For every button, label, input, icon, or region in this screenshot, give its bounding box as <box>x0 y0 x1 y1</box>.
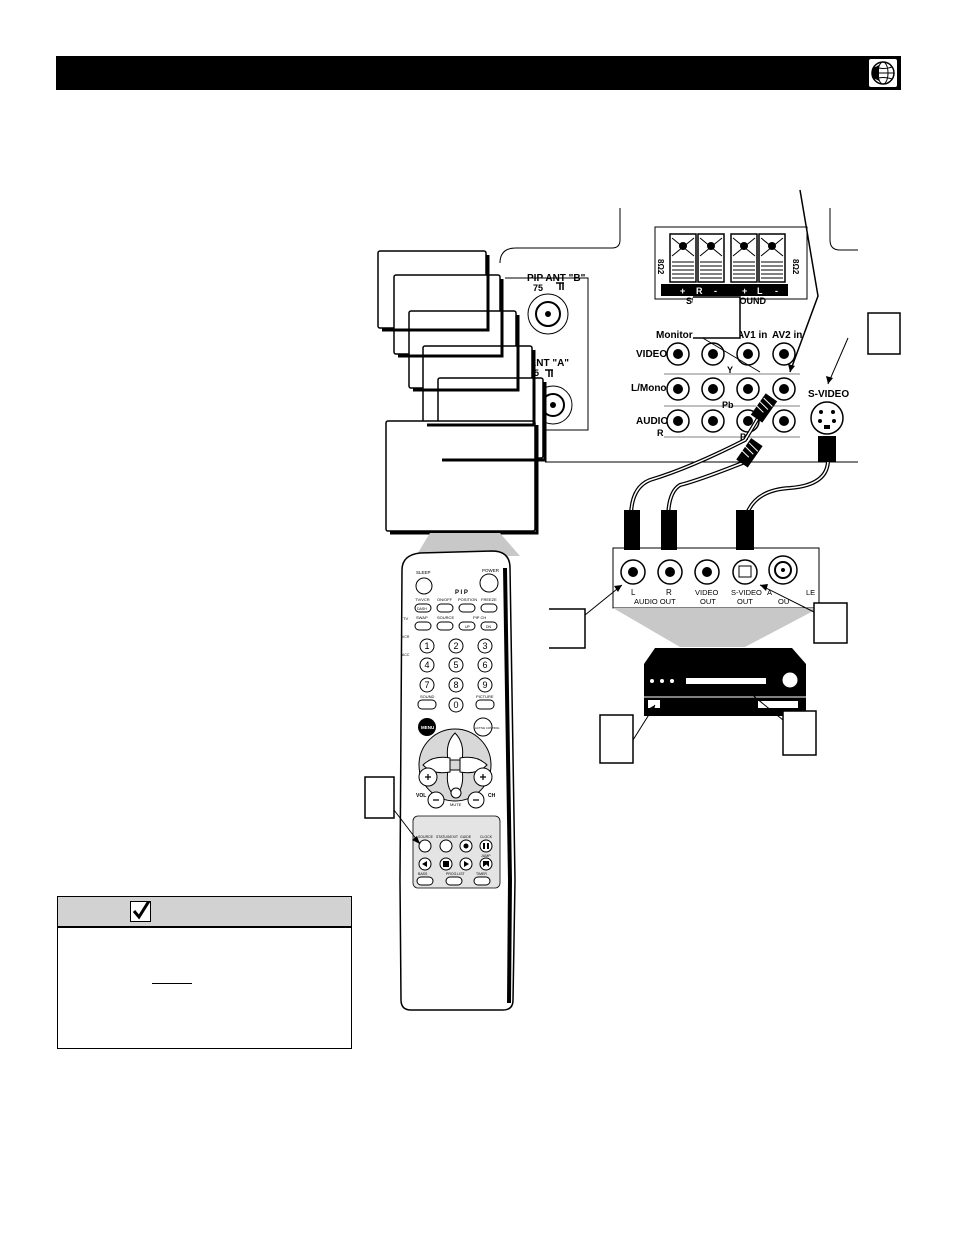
device-l-label: L <box>631 588 636 597</box>
remote-key-9: 9 <box>482 680 487 690</box>
device-antenna-label-2: LE <box>806 588 815 597</box>
remote-up-label: UP <box>465 625 471 629</box>
tip-underline <box>152 983 192 984</box>
remote-guide-label: GUIDE <box>460 835 472 839</box>
device-plug-r <box>661 510 677 550</box>
video-row-label: VIDEO <box>636 349 667 360</box>
remote-surf-label: SOURCE <box>418 835 434 839</box>
remote-key-0: 0 <box>453 700 458 710</box>
rca-plug-panel-1 <box>750 393 778 423</box>
remote-key-2: 2 <box>453 641 458 651</box>
av2-in-label: AV2 in <box>772 330 802 341</box>
speaker-r-label: R <box>696 286 703 296</box>
speaker-r-plus: + <box>680 286 685 296</box>
device-audio-out-label: AUDIO OUT <box>634 597 676 606</box>
remote-swap-label: SWAP <box>416 615 428 620</box>
device-jacks <box>620 555 798 585</box>
device-antenna-out-label: OU <box>778 597 789 606</box>
device-antenna-label: A <box>767 588 772 597</box>
pip-ant-b-jack <box>527 293 569 335</box>
remote-freeze-label: FREEZE <box>481 597 497 602</box>
remote-timer-label: TIMER <box>476 872 487 876</box>
remote-active-control-label: ACTIVE CONTROL <box>475 726 500 730</box>
monitor-out-label: Monitor o <box>656 330 702 341</box>
device-r-label: R <box>666 588 672 597</box>
remote-vcr-mode-label: VCR <box>402 635 410 639</box>
pip-ant-b-label: PIP ANT "B" <box>527 273 586 284</box>
audio-r-label: R <box>657 428 664 438</box>
rca-plug-panel-2 <box>736 438 763 468</box>
remote-key-5: 5 <box>453 660 458 670</box>
speaker-r-minus: - <box>714 286 717 296</box>
device-svideo-label: S-VIDEO <box>731 588 762 597</box>
device-plug-svideo <box>736 510 754 550</box>
remote-position-label: POSITION <box>458 597 477 602</box>
globe-icon <box>869 59 897 87</box>
device-plug-l <box>624 510 640 550</box>
av-jack-grid <box>666 342 796 433</box>
checkmark-icon <box>130 900 151 922</box>
remote-proglist-label: PROG.LIST <box>446 872 466 876</box>
speaker-right-mark: 8Ω2 <box>791 259 800 275</box>
smart-help-header <box>58 897 351 928</box>
remote-mute-label: MUTE <box>450 802 462 807</box>
lmono-row-label: L/Mono <box>631 383 667 394</box>
speaker-l-label: L <box>757 286 763 296</box>
remote-control: SLEEP POWER P I P TV/VCR ON/OFF POSITION… <box>399 550 516 1011</box>
player-unit <box>644 648 806 716</box>
device-svideo-out-label: OUT <box>737 597 753 606</box>
remote-tv-mode-label: TV <box>403 616 408 621</box>
y-label: Y <box>727 365 733 375</box>
remote-acc-mode-label: ACC <box>402 653 410 657</box>
remote-bass-label: BASS <box>418 872 428 876</box>
tv-screen-stack <box>377 250 544 532</box>
speaker-l-minus: - <box>775 286 778 296</box>
remote-key-7: 7 <box>424 680 429 690</box>
remote-status-exit-label: STATUS/EXIT <box>436 835 459 839</box>
device-video-label: VIDEO <box>695 588 719 597</box>
remote-key-4: 4 <box>424 660 429 670</box>
device-video-out-label: OUT <box>700 597 716 606</box>
remote-power-label: POWER <box>482 568 500 573</box>
panel-svideo-label: S-VIDEO <box>808 389 849 400</box>
remote-clock-label: CLOCK <box>480 835 493 839</box>
cables <box>628 403 830 522</box>
av1-in-label: AV1 in <box>737 330 767 341</box>
remote-jump-label: JUMP <box>481 854 491 858</box>
remote-key-3: 3 <box>482 641 487 651</box>
pip-ant-b-ohm: 75 <box>533 283 543 293</box>
remote-dn-label: DN <box>486 625 492 629</box>
remote-menu-label: MENU <box>421 725 434 730</box>
remote-pip-label: P I P <box>455 590 468 596</box>
ant-a-label: ANT "A" <box>529 358 569 369</box>
svideo-plug-panel <box>818 436 836 462</box>
surround-label-b: ND SOUND <box>718 296 767 306</box>
speaker-left-mark: 8Ω2 <box>656 259 665 275</box>
audio-row-label: AUDIO <box>636 416 668 427</box>
remote-source-label: SOURCE <box>437 615 454 620</box>
remote-tvvcr-label: TV/VCR <box>415 597 430 602</box>
smart-help-box <box>57 896 352 1049</box>
panel-svideo-jack <box>810 401 844 435</box>
remote-key-8: 8 <box>453 680 458 690</box>
speaker-terminals <box>669 233 786 283</box>
surround-label-a: SU <box>686 296 699 306</box>
pb-label: Pb <box>722 400 734 410</box>
remote-vol-label: VOL <box>416 793 426 799</box>
remote-key-6: 6 <box>482 660 487 670</box>
remote-picture-label: PICTURE <box>476 694 494 699</box>
speaker-l-plus: + <box>742 286 747 296</box>
remote-onoff-label: ON/OFF <box>437 597 453 602</box>
remote-dash-label: DASH <box>417 607 427 611</box>
remote-pipch-label: PIP CH <box>473 615 486 620</box>
page-header-bar <box>56 56 901 90</box>
remote-sound-label: SOUND <box>420 694 435 699</box>
remote-key-1: 1 <box>424 641 429 651</box>
remote-sleep-label: SLEEP <box>416 570 431 575</box>
remote-ch-label: CH <box>488 793 496 799</box>
